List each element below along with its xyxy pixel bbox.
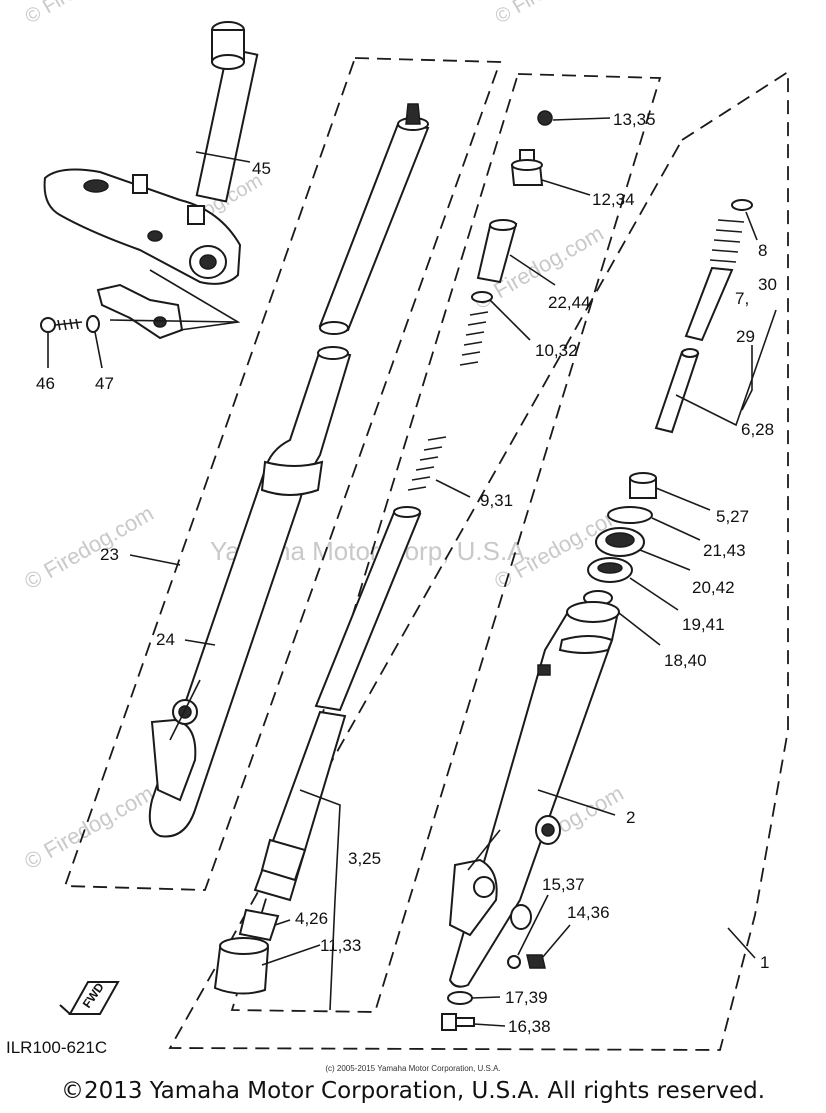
- leader-29-30: [741, 345, 753, 411]
- leader-4-26: [274, 919, 291, 926]
- spacer-pipe: [476, 219, 518, 284]
- callout-23: 23: [100, 545, 119, 564]
- cap-bolt: [510, 149, 544, 186]
- callout-11-33: 11,33: [320, 936, 361, 955]
- callout-1: 1: [760, 953, 769, 972]
- leader-23: [129, 554, 181, 566]
- leader-20-42: [639, 549, 691, 571]
- callout-45: 45: [252, 159, 271, 178]
- steering-stem: [43, 21, 259, 285]
- inner-tube: [213, 506, 422, 995]
- forward-arrow-icon: FWD: [59, 980, 120, 1015]
- callout-8: 8: [758, 241, 767, 260]
- leader-11-33: [261, 944, 321, 966]
- callout-4-26: 4,26: [295, 909, 328, 928]
- small-copyright-notice: (c) 2005-2015 Yamaha Motor Corporation, …: [325, 1064, 501, 1073]
- callout-3-25: 3,25: [348, 849, 381, 868]
- rebound-spring: [709, 219, 745, 263]
- callout-22-44: 22,44: [548, 293, 591, 312]
- callout-10-32: 10,32: [535, 341, 578, 360]
- callout-6-28: 6,28: [741, 420, 774, 439]
- callout-14-36: 14,36: [567, 903, 610, 922]
- leader-8: [745, 211, 758, 241]
- fork-clamp: [40, 269, 241, 340]
- callout-30: 30: [758, 275, 777, 294]
- leader-12-34: [541, 179, 591, 196]
- watermark-diagonal-2: © Firedog.com: [20, 500, 158, 594]
- leader-17-39: [471, 996, 501, 999]
- dust-seal: [629, 472, 657, 499]
- bolt-bottom: [441, 1013, 475, 1031]
- callout-15-37: 15,37: [542, 875, 585, 894]
- callout-5-27: 5,27: [716, 507, 749, 526]
- leader-9-31: [435, 479, 471, 498]
- callout-18-40: 18,40: [664, 651, 707, 670]
- callout-20-42: 20,42: [692, 578, 735, 597]
- gasket: [447, 991, 473, 1005]
- group-box-right-fork: [168, 70, 789, 1051]
- fork-spring-upper: [459, 311, 489, 366]
- circlip: [731, 199, 753, 211]
- leader-47: [94, 331, 103, 369]
- callout-47: 47: [95, 374, 114, 393]
- leader-3-25: [299, 789, 341, 1011]
- callout-16-38: 16,38: [508, 1017, 551, 1036]
- fork-spring-lower: [407, 436, 447, 491]
- oil-seal: [595, 527, 645, 557]
- outer-fork-leg-right: [448, 601, 620, 988]
- drain-bolt: [507, 954, 546, 969]
- leader-6-28: [675, 309, 777, 427]
- washer: [587, 557, 633, 583]
- leader-15-37: [517, 894, 549, 956]
- leader-13-35: [552, 117, 611, 121]
- callout-12-34: 12,34: [592, 190, 635, 209]
- damper-rod-upper: [318, 103, 430, 335]
- group-box-left-fork: [63, 57, 502, 891]
- leader-14-36: [541, 924, 571, 959]
- watermark-top-left: © Firedog: [22, 0, 109, 28]
- callout-2: 2: [626, 808, 635, 827]
- parts-diagram: © Firedog © Firedog © Firedog.com © Fire…: [6, 0, 789, 1057]
- spring-seat: [471, 291, 493, 303]
- watermark-diagonal-4: © Firedog.com: [20, 780, 158, 874]
- leader-19-41: [629, 577, 679, 611]
- leader-22-44: [509, 254, 556, 286]
- callout-24: 24: [156, 630, 175, 649]
- leader-16-38: [473, 1023, 506, 1027]
- leader-24: [184, 639, 216, 646]
- callout-9-31: 9,31: [480, 491, 513, 510]
- watermark-top-right: © Firedog: [492, 0, 579, 28]
- callout-7: 7,: [735, 289, 749, 308]
- leader-1: [727, 927, 756, 959]
- leader-45: [195, 151, 251, 163]
- callout-17-39: 17,39: [505, 988, 548, 1007]
- outer-fork-leg-left: [148, 346, 352, 838]
- callout-21-43: 21,43: [703, 541, 746, 560]
- callout-29: 29: [736, 327, 755, 346]
- retaining-clip: [607, 506, 653, 524]
- leader-10-32: [489, 299, 531, 341]
- leader-2: [537, 789, 616, 816]
- cap-nut: [537, 110, 553, 126]
- callout-46: 46: [36, 374, 55, 393]
- diagram-code: ILR100-621C: [6, 1038, 107, 1057]
- copyright-notice: ©2013 Yamaha Motor Corporation, U.S.A. A…: [60, 1078, 766, 1104]
- damper-rod-right: [654, 266, 734, 434]
- callout-13-35: 13,35: [613, 110, 656, 129]
- leader-21-43: [651, 517, 701, 541]
- leader-5-27: [655, 487, 711, 511]
- callout-19-41: 19,41: [682, 615, 725, 634]
